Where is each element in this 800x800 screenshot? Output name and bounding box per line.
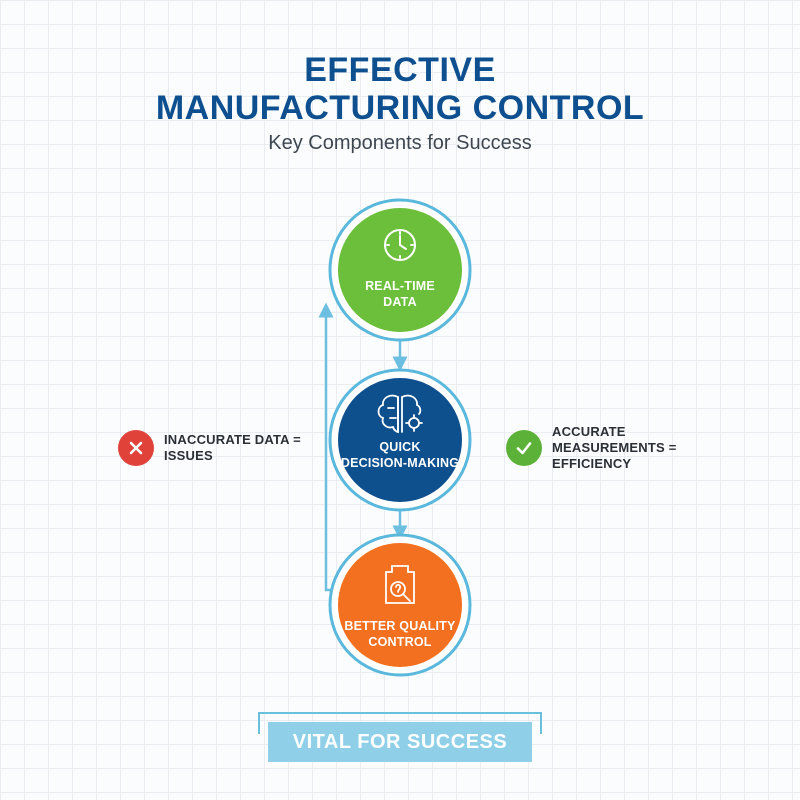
- step-label-line: DECISION-MAKING: [340, 456, 460, 470]
- step-label-line: BETTER QUALITY: [344, 619, 456, 633]
- step-label-quick-decision-making: QUICK DECISION-MAKING: [330, 439, 470, 471]
- page-subtitle: Key Components for Success: [268, 132, 532, 154]
- check-icon: [506, 430, 542, 466]
- step-label-line: DATA: [383, 295, 417, 309]
- banner-bracket: [258, 712, 542, 734]
- note-text-line: ACCURATE: [552, 424, 626, 439]
- step-circle-2: [338, 378, 462, 502]
- loop-connector: [318, 302, 334, 592]
- step-label-line: QUICK: [379, 440, 421, 454]
- step-label-line: CONTROL: [368, 635, 432, 649]
- x-icon: [118, 430, 154, 466]
- page-title-line1: EFFECTIVE: [304, 51, 496, 89]
- clock-icon: [384, 229, 416, 261]
- quality-inspection-icon: [385, 565, 415, 604]
- brain-gear-icon: [377, 394, 423, 434]
- note-text-line: INACCURATE DATA =: [164, 432, 301, 447]
- note-text-line: ISSUES: [164, 448, 213, 463]
- note-text-line: EFFICIENCY: [552, 456, 632, 471]
- accurate-measurements-note: ACCURATE MEASUREMENTS = EFFICIENCY: [506, 424, 677, 472]
- inaccurate-data-note: INACCURATE DATA = ISSUES: [118, 430, 301, 466]
- step-circle-1: [338, 208, 462, 332]
- step-label-line: REAL-TIME: [365, 279, 435, 293]
- step-label-better-quality-control: BETTER QUALITY CONTROL: [330, 618, 470, 650]
- note-text-line: MEASUREMENTS =: [552, 440, 677, 455]
- step-circle-3: [338, 543, 462, 667]
- step-label-real-time-data: REAL-TIME DATA: [330, 278, 470, 310]
- vital-for-success-banner: VITAL FOR SUCCESS: [268, 722, 532, 762]
- page-title-line2: MANUFACTURING CONTROL: [155, 89, 645, 127]
